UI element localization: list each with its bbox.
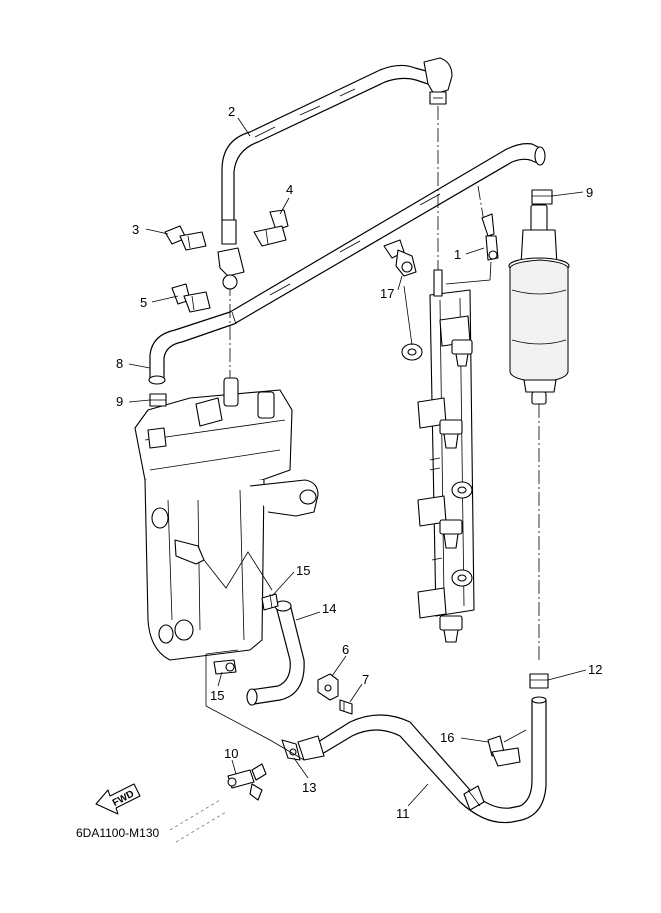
clip-17: [383, 239, 417, 277]
callouts: 2 4 3 9 1 17 5 8 9 15 14 6 7 15 12 16 10…: [116, 104, 602, 821]
callout-9-top: 9: [586, 185, 593, 200]
callout-15-upper: 15: [296, 563, 310, 578]
callout-8: 8: [116, 356, 123, 371]
callout-7: 7: [362, 672, 369, 687]
clip-9-left: [149, 393, 167, 407]
bolt-7: [339, 699, 353, 715]
vapor-separator: [134, 377, 319, 661]
callout-17: 17: [380, 286, 394, 301]
callout-14: 14: [322, 601, 336, 616]
hose-8: [148, 143, 546, 385]
leader-1-rail: [445, 261, 492, 285]
clip-15-lower: [213, 659, 237, 675]
fuel-filter: [508, 204, 570, 405]
callout-16: 16: [440, 730, 454, 745]
clip-4: [253, 209, 289, 247]
clip-12: [529, 673, 549, 689]
clip-1: [481, 213, 499, 261]
drawing-code: 6DA1100-M130: [76, 826, 159, 840]
leader-16-hose: [503, 729, 527, 743]
fwd-arrow-icon: FWD: [95, 783, 141, 815]
callout-1: 1: [454, 247, 461, 262]
clip-9-top: [531, 189, 553, 205]
callout-13: 13: [302, 780, 316, 795]
callout-4: 4: [286, 182, 293, 197]
frame-line-top: [205, 649, 239, 655]
hose-2: [221, 57, 453, 221]
callout-12: 12: [588, 662, 602, 677]
callout-5: 5: [140, 295, 147, 310]
joint-under-hose-2: [217, 219, 245, 290]
fuel-rail: [401, 269, 475, 643]
callout-6: 6: [342, 642, 349, 657]
callout-10: 10: [224, 746, 238, 761]
fwd-label: FWD: [111, 789, 136, 809]
hose-11: [297, 696, 547, 824]
ghost-pipe: [169, 799, 227, 843]
clip-3: [164, 225, 207, 251]
callout-9-left: 9: [116, 394, 123, 409]
callout-leaders: [128, 117, 587, 807]
leader-17-rail: [403, 285, 413, 346]
callout-2: 2: [228, 104, 235, 119]
clip-5: [171, 283, 211, 313]
callout-15-lower: 15: [210, 688, 224, 703]
bracket-6: [317, 673, 339, 701]
frame-line: [205, 654, 305, 761]
zigzag-link: [203, 551, 273, 591]
clip-15-upper: [261, 593, 279, 611]
callout-11: 11: [396, 806, 410, 821]
clip-16: [487, 735, 521, 767]
callout-3: 3: [132, 222, 139, 237]
clip-13: [281, 739, 301, 761]
joint-10: [227, 763, 267, 801]
